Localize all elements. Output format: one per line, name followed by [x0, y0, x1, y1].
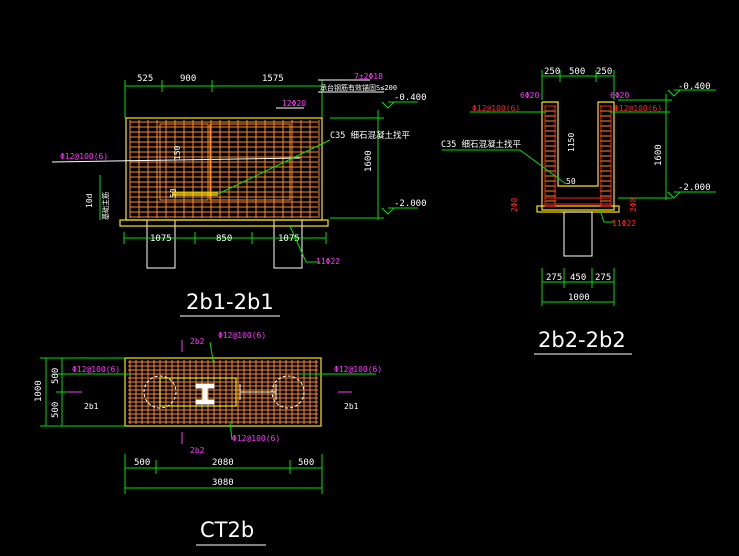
plan-ct2b: 2b2 2b2 2b1 2b1 Φ12@100(6) Φ12@100(6) Φ1…	[34, 331, 382, 546]
s2-pile	[563, 211, 593, 257]
s1-bar-note-1: 7±2Φ18	[354, 72, 383, 81]
plan-bottom-dim-1: 500	[134, 458, 150, 468]
plan-bar-bottom: Φ12@100(6)	[232, 434, 280, 443]
s1-concrete-note: C35 细石混凝土找平	[330, 130, 410, 141]
s1-bottom-dim-1: 1075	[150, 234, 172, 244]
plan-bottom-dim-2: 2080	[212, 458, 234, 468]
section-2b1: 525 900 1575 1075 850 1075 1600 -0.400	[51, 72, 427, 317]
plan-label-right: 2b1	[344, 402, 359, 411]
s1-bar-note-2: 承台钢筋有效锚固S≤200	[320, 83, 397, 92]
s2-inner-dim-2: 50	[566, 177, 576, 186]
s1-title: 2b1-2b1	[186, 290, 274, 314]
s2-concrete-note: C35 细石混凝土找平	[441, 139, 521, 150]
s2-bar-right-2: 6Φ20	[610, 91, 629, 100]
s1-pile-left	[146, 219, 176, 269]
s1-height-dim: 1600	[364, 150, 374, 172]
section-2b2: 250 500 250 1600 -0.400 -2.000 Φ12@100(6…	[441, 67, 716, 355]
s1-bottom-dim-3: 1075	[278, 234, 300, 244]
s2-level-bottom: -2.000	[678, 183, 711, 193]
s1-top-dim-1: 525	[137, 74, 153, 84]
s2-bar-right: Φ12@100(6)	[614, 104, 662, 113]
s2-red-right: 2Φ8	[629, 197, 638, 212]
plan-column	[159, 377, 237, 407]
plan-left-total: 1000	[34, 380, 44, 402]
s2-bar-left: Φ12@100(6)	[472, 104, 520, 113]
s2-total-dim: 1000	[568, 293, 590, 303]
plan-label-left: 2b1	[84, 402, 99, 411]
plan-title: CT2b	[200, 518, 254, 542]
s1-inner-dim-1: 150	[173, 145, 182, 160]
plan-bar-top: Φ12@100(6)	[218, 331, 266, 340]
s1-bottom-bar: 11Φ22	[316, 257, 340, 266]
s2-height-dim: 1600	[654, 144, 664, 166]
s2-top-dim-3: 250	[596, 67, 612, 77]
s2-rebar	[545, 105, 611, 202]
s1-top-dim-2: 900	[180, 74, 196, 84]
plan-label-top: 2b2	[190, 337, 205, 346]
plan-bar-right: Φ12@100(6)	[334, 365, 382, 374]
plan-left-dim-1: 500	[51, 368, 61, 384]
s1-level-bottom: -2.000	[394, 199, 427, 209]
s2-level-top: -0.400	[678, 82, 711, 92]
s2-inner-dim-1: 1150	[567, 133, 576, 152]
s2-bottom-bar: 11Φ22	[612, 219, 636, 228]
s2-bottom-dim-1: 275	[546, 273, 562, 283]
s1-rebar-grid	[129, 120, 320, 218]
s2-top-dim-1: 250	[544, 67, 560, 77]
plan-total-dim: 3080	[212, 478, 234, 488]
s2-bar-left-2: 6Φ20	[520, 91, 539, 100]
plan-left-dim-2: 500	[51, 402, 61, 418]
s2-red-left: 2Φ8	[510, 197, 519, 212]
s2-top-dim-2: 500	[569, 67, 585, 77]
s1-top-dim-3: 1575	[262, 74, 284, 84]
s1-left-note: 基础主筋	[101, 192, 110, 220]
s2-section-outline	[541, 101, 615, 211]
s2-bottom-dim-2: 450	[570, 273, 586, 283]
plan-rebar-grid	[128, 360, 318, 424]
s1-footing-outline	[125, 117, 323, 221]
plan-bottom-dim-3: 500	[298, 458, 314, 468]
s2-bottom-dim-3: 275	[595, 273, 611, 283]
s1-level-top: -0.400	[394, 93, 427, 103]
plan-label-bottom: 2b2	[190, 446, 205, 455]
s2-title: 2b2-2b2	[538, 328, 626, 352]
plan-bar-left: Φ12@100(6)	[72, 365, 120, 374]
s1-left-bar: Φ12@100(6)	[60, 152, 108, 161]
plan-outline	[124, 357, 322, 427]
s1-left-dim: 10d	[85, 193, 94, 208]
s1-bar-note-3: 12Φ20	[282, 99, 306, 108]
s1-bottom-dim-2: 850	[216, 234, 232, 244]
